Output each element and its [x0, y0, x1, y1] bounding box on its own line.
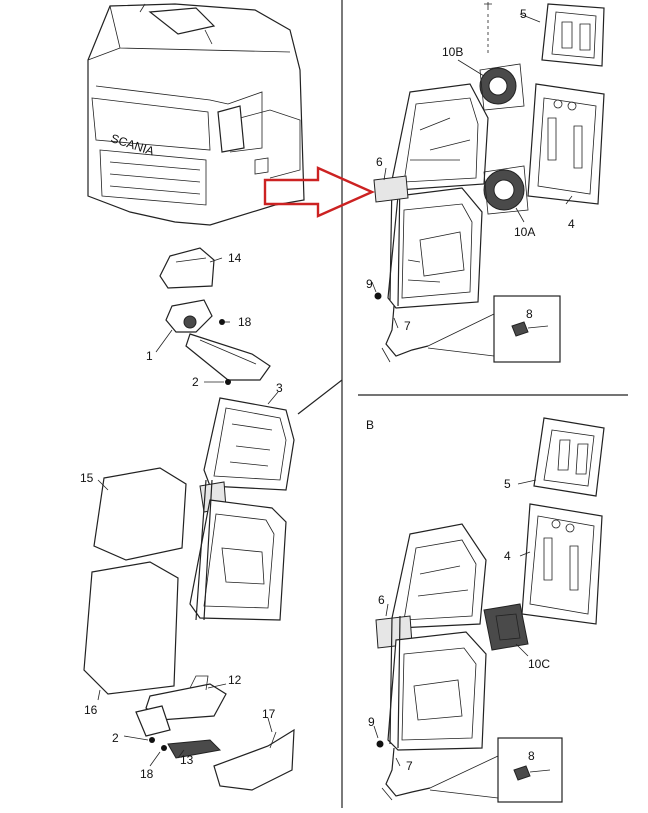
- leader-lines: [97, 13, 573, 767]
- mirror-assembly-b: [375, 417, 605, 803]
- callout-8-a: 8: [526, 307, 533, 321]
- mirror-assembly-left: [83, 247, 295, 791]
- callout-12: 12: [228, 673, 242, 687]
- callout-8-b: 8: [528, 749, 535, 763]
- callout-7-a: 7: [404, 319, 411, 333]
- callout-4-a: 4: [568, 217, 575, 231]
- callout-5-b: 5: [504, 477, 511, 491]
- callout-10a: 10A: [514, 225, 535, 239]
- callout-16: 16: [84, 703, 98, 717]
- callout-3: 3: [276, 381, 283, 395]
- callout-9-b: 9: [368, 715, 375, 729]
- truck-cab: SCANIA: [87, 3, 305, 226]
- callout-14: 14: [228, 251, 242, 265]
- callout-1: 1: [146, 349, 153, 363]
- callout-18-a: 18: [238, 315, 252, 329]
- callout-labels: B 5 10B 6 4 10A 9 7 8 14 18 1 2 3 15 16 …: [80, 7, 575, 781]
- callout-10b: 10B: [442, 45, 463, 59]
- callout-9-a: 9: [366, 277, 373, 291]
- callout-18-b: 18: [140, 767, 154, 781]
- callout-4-b: 4: [504, 549, 511, 563]
- callout-15: 15: [80, 471, 94, 485]
- callout-2-a: 2: [192, 375, 199, 389]
- callout-arrow: [263, 166, 375, 218]
- callout-17: 17: [262, 707, 276, 721]
- callout-6-a: 6: [376, 155, 383, 169]
- label-section-b: B: [366, 418, 374, 432]
- callout-6-b: 6: [378, 593, 385, 607]
- callout-7-b: 7: [406, 759, 413, 773]
- callout-2-b: 2: [112, 731, 119, 745]
- callout-13: 13: [180, 753, 194, 767]
- callout-5-a: 5: [520, 7, 527, 21]
- panel-dividers: [297, 0, 628, 808]
- callout-10c: 10C: [528, 657, 550, 671]
- mirror-assembly-a: [373, 2, 605, 363]
